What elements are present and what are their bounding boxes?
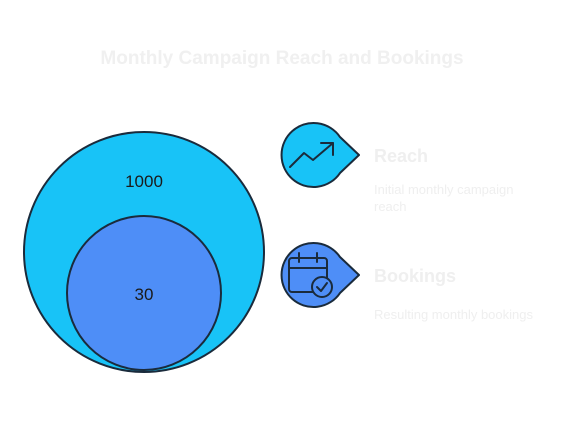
legend-description-bookings: Resulting monthly bookings — [374, 307, 533, 322]
diagram-title: Monthly Campaign Reach and Bookings — [100, 48, 464, 69]
legend-title-bookings: Bookings — [374, 266, 457, 286]
legend-description-reach: Initial monthly campaign reach — [374, 182, 514, 214]
trending-up-icon — [289, 142, 334, 168]
legend-marker-reach — [280, 122, 360, 188]
legend-marker-bookings — [280, 242, 360, 308]
legend-title-reach: Reach — [374, 146, 429, 166]
calendar-check-icon — [288, 252, 333, 298]
outer-circle-value: 1000 — [125, 172, 163, 191]
inner-circle-bookings — [66, 215, 222, 371]
inner-circle-value: 30 — [135, 285, 154, 304]
